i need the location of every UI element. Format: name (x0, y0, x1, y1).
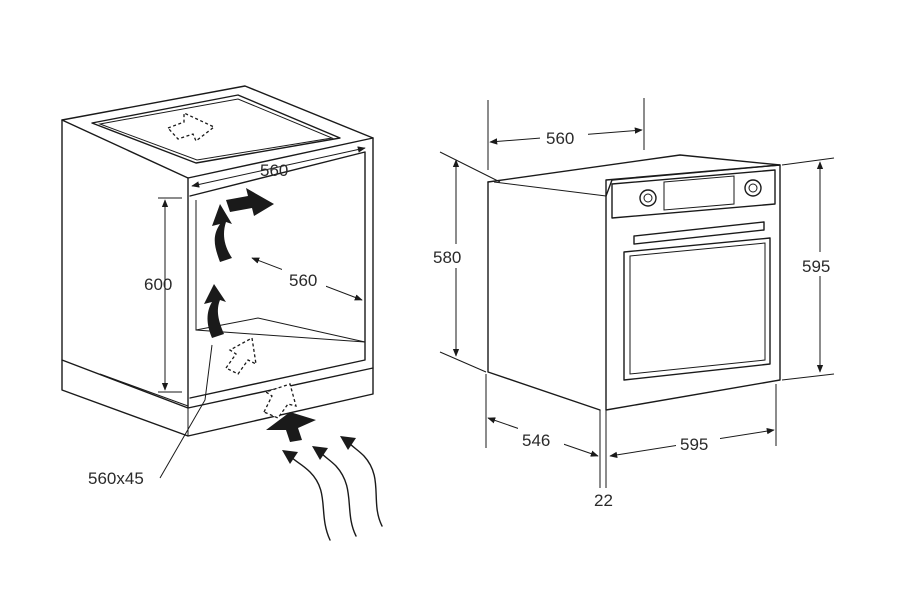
oven-right-knob[interactable] (744, 179, 762, 197)
air-inlet-dashed-arrow-icon (225, 336, 257, 375)
vent-leader-line (159, 344, 213, 479)
cabinet-hob-cutout (91, 94, 341, 164)
air-flow-up-arrow-icon (212, 204, 232, 262)
air-inlet-solid-arrow-icon (266, 412, 316, 442)
oven-top-face (487, 154, 781, 197)
air-inlet-plinth-dashed-arrow-icon (263, 383, 297, 419)
oven-control-panel (611, 169, 776, 219)
air-outlet-hob-arrow-icon (166, 111, 216, 143)
cabinet-height-label: 600 (144, 275, 172, 294)
oven-total-height-label: 595 (802, 257, 830, 276)
cabinet-drawing: 560 600 560 560x45 (61, 85, 383, 541)
oven-drawing: 560 580 595 546 595 22 (431, 98, 840, 510)
oven-width-label: 560 (546, 129, 574, 148)
air-intake-wavy-arrows-icon (282, 436, 383, 541)
oven-side-face (487, 181, 601, 411)
cabinet-width-label: 560 (260, 161, 288, 180)
oven-left-knob[interactable] (639, 189, 657, 207)
oven-display (663, 175, 735, 211)
cabinet-plinth (61, 359, 374, 437)
oven-height-label: 580 (433, 248, 461, 267)
cabinet-vent-label: 560x45 (88, 469, 144, 488)
cabinet-width-dimension (191, 146, 366, 188)
cabinet-side-face (61, 119, 189, 409)
air-flow-lower-arrow-icon (204, 284, 226, 338)
cabinet-depth-label: 560 (289, 271, 317, 290)
oven-front-width-label: 595 (680, 435, 708, 454)
oven-door-window (623, 237, 771, 381)
oven-door-handle[interactable] (633, 221, 765, 245)
oven-front-panel (605, 164, 781, 411)
oven-depth-label: 546 (522, 431, 550, 450)
cabinet-opening (189, 151, 366, 399)
oven-door-offset-label: 22 (594, 491, 613, 510)
air-flow-exit-arrow-icon (226, 188, 274, 216)
